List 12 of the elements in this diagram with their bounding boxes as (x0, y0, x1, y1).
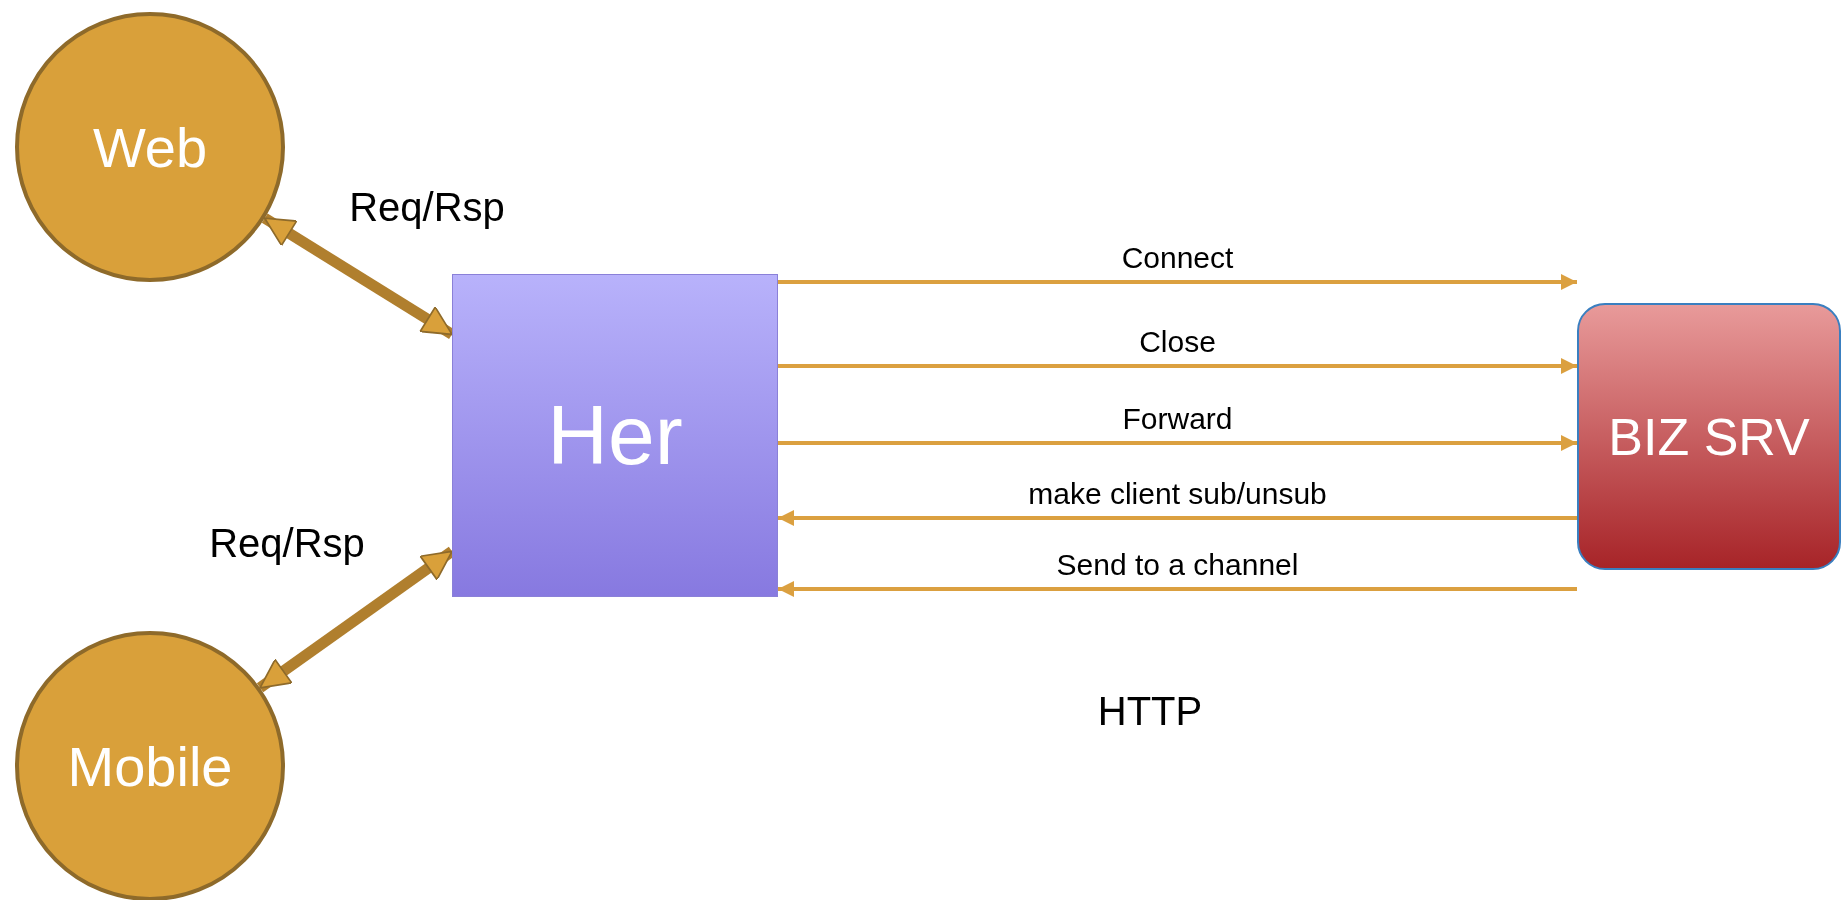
arrow (778, 358, 1577, 374)
node-label: Her (547, 387, 683, 484)
server-box (452, 274, 778, 597)
protocol-label: HTTP (1097, 688, 1203, 734)
node-label: Web (92, 114, 208, 180)
arrow (778, 510, 1577, 526)
arrow (778, 435, 1577, 451)
node-label: Mobile (67, 733, 233, 799)
arrow (778, 274, 1577, 290)
service-box (1577, 303, 1841, 570)
node-label: BIZ SRV (1608, 406, 1810, 467)
arrow (778, 581, 1577, 597)
